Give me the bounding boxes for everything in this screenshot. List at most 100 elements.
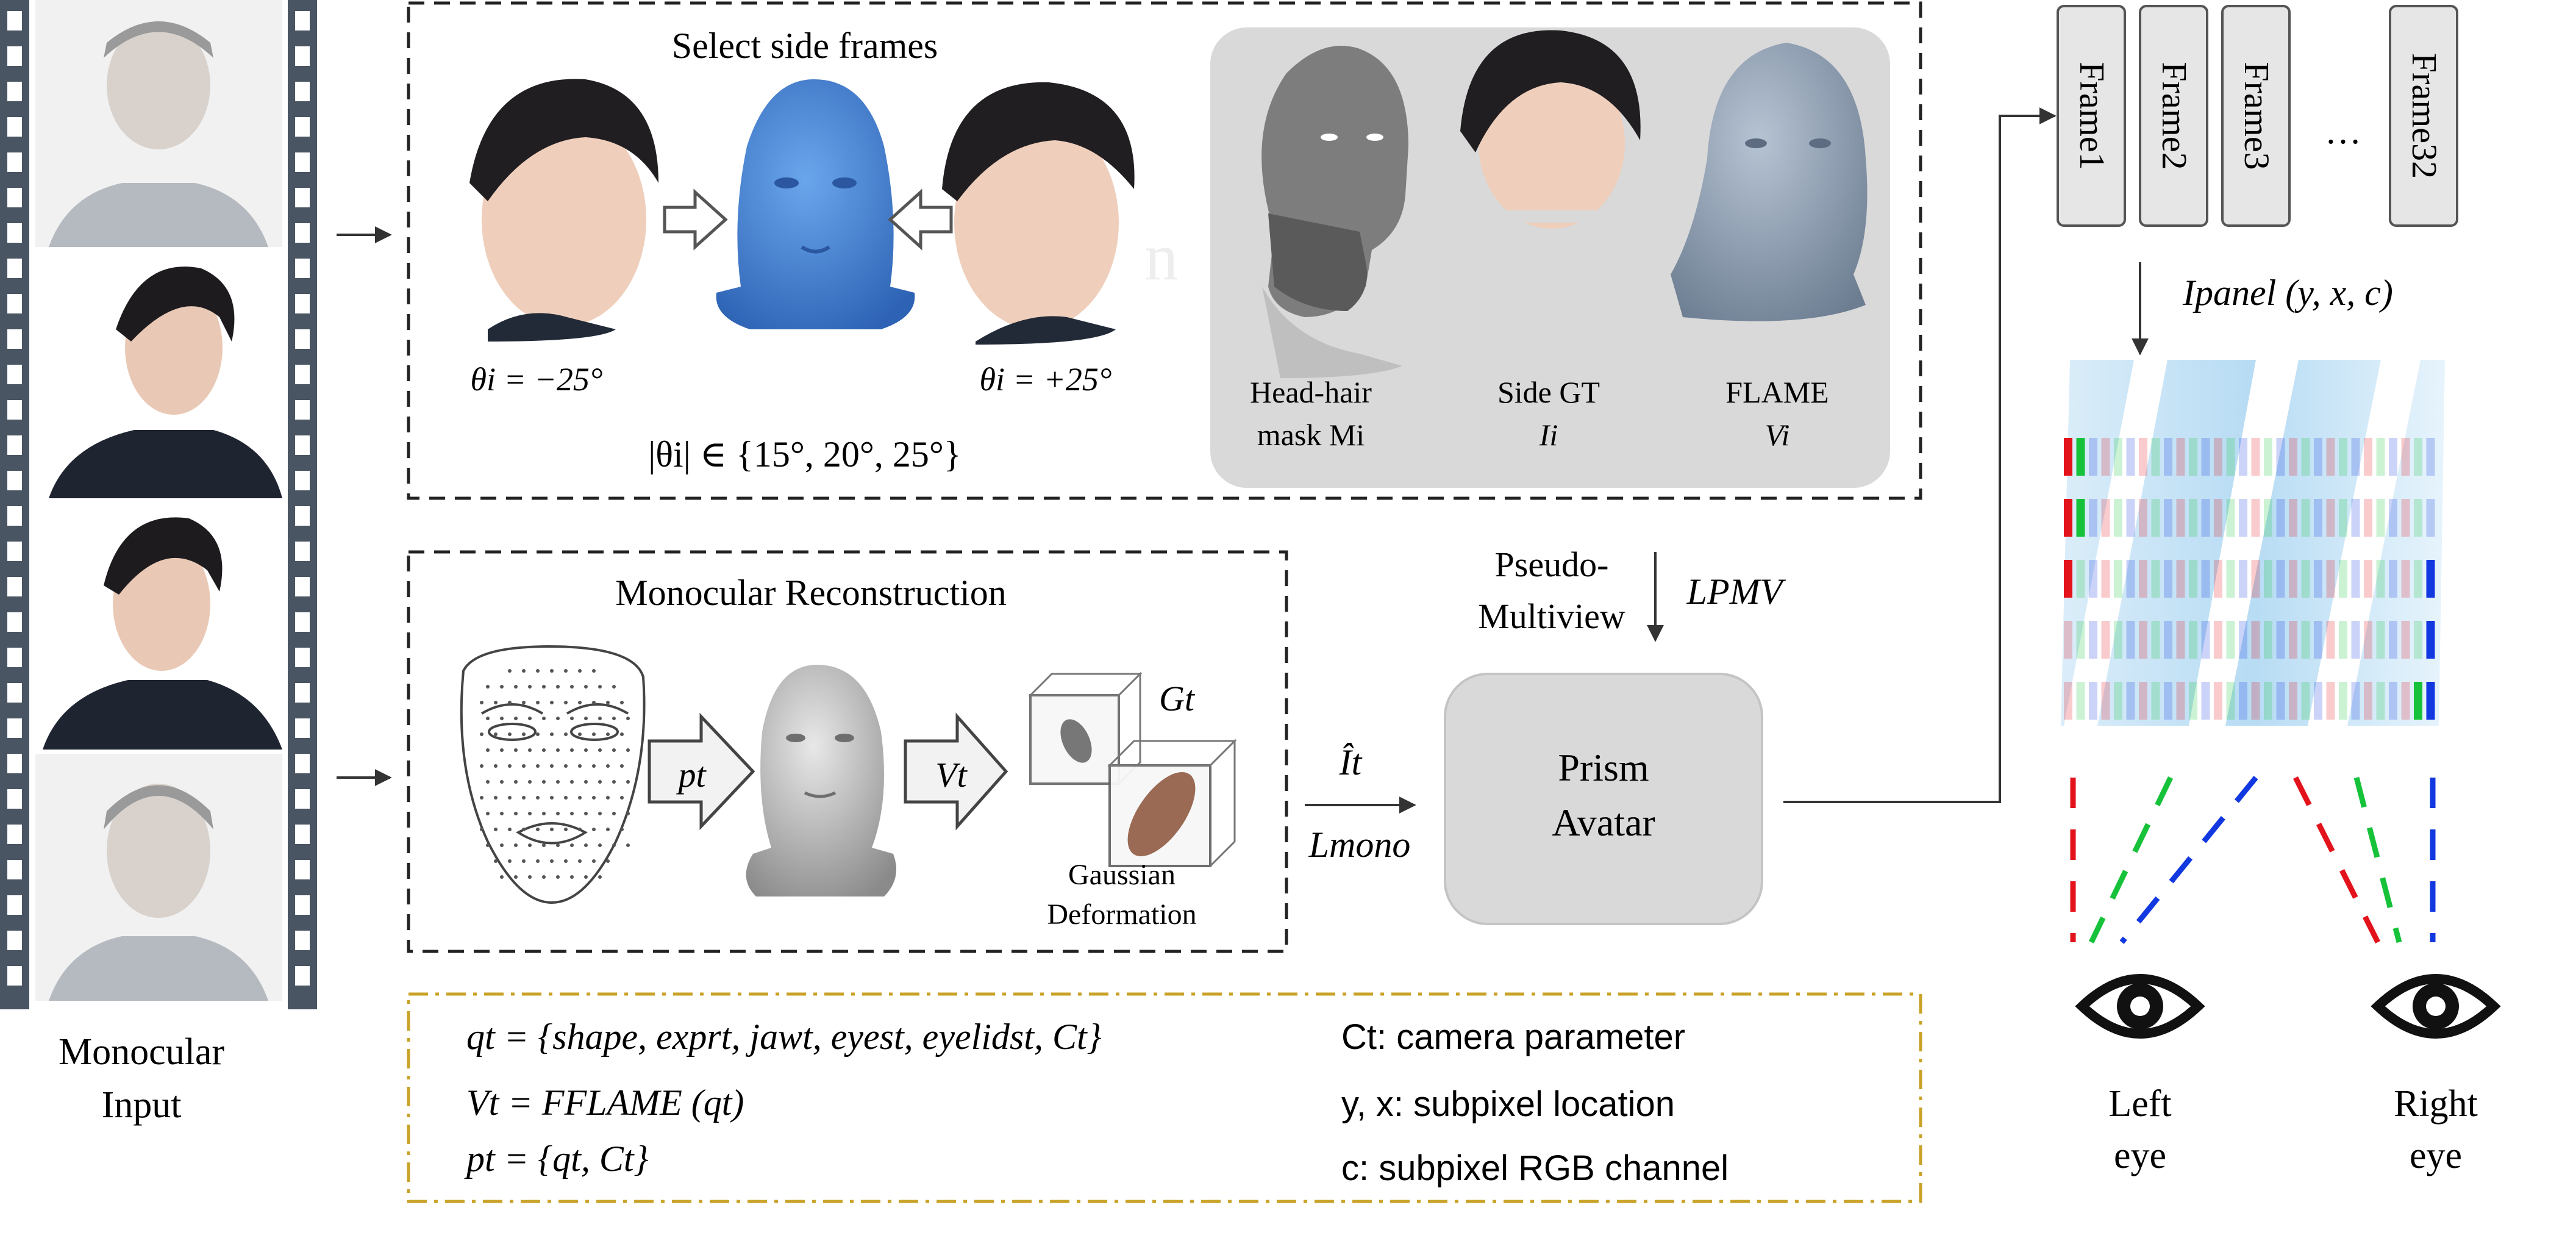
- subpixel: [2401, 682, 2410, 720]
- landmark-dot: [578, 796, 582, 800]
- landmark-dot: [626, 717, 630, 720]
- head-hair-mask-image: [1261, 46, 1408, 378]
- film-sprocket: [7, 542, 22, 561]
- p-label: pt: [676, 755, 707, 795]
- landmark-dot: [564, 732, 568, 736]
- subpixel: [2076, 621, 2085, 659]
- landmark-dot: [536, 732, 540, 736]
- landmark-dot: [500, 780, 504, 784]
- landmark-dot: [508, 701, 512, 704]
- landmark-dot: [598, 717, 602, 720]
- landmark-dot: [522, 764, 526, 768]
- subpixel: [2126, 682, 2135, 720]
- subpixel: [2089, 682, 2097, 720]
- subpixel: [2064, 682, 2072, 720]
- film-sprocket: [7, 506, 22, 526]
- landmark-dot: [528, 685, 532, 689]
- arrow-prism-to-frames: [1783, 107, 2057, 803]
- subpixel: [2276, 499, 2285, 537]
- subpixel: [2201, 621, 2210, 659]
- film-sprocket: [295, 117, 310, 137]
- hollow-arrow-p: [648, 712, 755, 831]
- subpixel: [2189, 560, 2197, 598]
- subpixel: [2364, 499, 2372, 537]
- film-sprocket: [295, 612, 310, 632]
- subpixel: [2364, 560, 2372, 598]
- subpixel: [2351, 438, 2360, 476]
- film-sprocket: [7, 718, 22, 738]
- subpixel: [2389, 682, 2397, 720]
- landmark-dot: [550, 796, 554, 800]
- subpixel: [2114, 682, 2122, 720]
- subpixel: [2151, 499, 2160, 537]
- landmark-dot: [612, 812, 616, 815]
- landmark-dot: [514, 717, 518, 720]
- landmark-dot: [508, 859, 512, 863]
- landmark-dot: [486, 685, 490, 689]
- film-sprocket: [295, 754, 310, 773]
- subpixel: [2176, 621, 2185, 659]
- subpixel: [2226, 621, 2235, 659]
- gaussian-line1: Gaussian: [1068, 859, 1176, 891]
- hollow-arrow-left: [663, 188, 728, 251]
- landmark-dot: [494, 764, 498, 768]
- side-gt-image: [1460, 30, 1641, 229]
- landmark-dot: [592, 669, 596, 673]
- subpixel: [2201, 438, 2210, 476]
- subpixel: [2214, 438, 2222, 476]
- landmark-dot: [486, 780, 490, 784]
- landmark-dot: [486, 748, 490, 752]
- hollow-arrow-v: [904, 712, 1008, 831]
- landmark-dot: [522, 828, 526, 831]
- landmark-dot: [480, 764, 483, 768]
- landmark-dot: [592, 732, 596, 736]
- film-sprocket: [7, 400, 22, 420]
- landmark-dot: [486, 812, 490, 815]
- film-sprocket: [7, 471, 22, 490]
- film-sprocket: [7, 683, 22, 703]
- film-sprocket: [295, 152, 310, 172]
- landmark-dot: [486, 843, 490, 847]
- input-label-line1: Monocular: [59, 1031, 224, 1073]
- subpixel: [2239, 560, 2247, 598]
- legend-p-eq: pt = {qt, Ct}: [464, 1139, 649, 1179]
- subpixel: [2076, 499, 2085, 537]
- legend-box: [407, 992, 1922, 1203]
- frame-label-32: Frame32: [2405, 53, 2444, 179]
- landmark-dot: [556, 748, 560, 752]
- subpixel: [2164, 682, 2172, 720]
- subpixel: [2139, 682, 2147, 720]
- subpixel: [2326, 621, 2335, 659]
- subpixel: [2426, 438, 2435, 476]
- film-sprocket: [295, 683, 310, 703]
- subpixel: [2339, 682, 2347, 720]
- subpixel: [2114, 621, 2122, 659]
- subpixel: [2426, 621, 2435, 659]
- frame-box-1: Frame1: [2057, 5, 2126, 227]
- v-label: Vt: [935, 755, 968, 795]
- subpixel: [2089, 499, 2097, 537]
- subpixel: [2389, 621, 2397, 659]
- legend-c-def: Ct: camera parameter: [1341, 1017, 1685, 1057]
- landmark-dot: [564, 859, 568, 863]
- legend-q-eq: qt = {shape, exprt, jawt, eyest, eyelids…: [466, 1017, 1102, 1057]
- film-sprocket: [295, 435, 310, 455]
- landmark-dot: [598, 748, 602, 752]
- landmark-dot: [528, 843, 532, 847]
- subpixel: [2376, 499, 2385, 537]
- subpixel: [2276, 682, 2285, 720]
- input-frame-4: [35, 754, 282, 1001]
- subpixel: [2264, 682, 2272, 720]
- landmark-dot: [570, 717, 574, 720]
- subpixel: [2339, 621, 2347, 659]
- landmark-dot: [592, 796, 596, 800]
- landmark-dot: [570, 875, 574, 879]
- subpixel: [2101, 621, 2110, 659]
- film-sprocket: [7, 648, 22, 667]
- landmark-dot: [592, 701, 596, 704]
- subpixel: [2326, 499, 2335, 537]
- landmark-dot: [522, 701, 526, 704]
- side-face-right: [942, 82, 1135, 345]
- subpixel: [2164, 438, 2172, 476]
- film-sprocket: [7, 860, 22, 879]
